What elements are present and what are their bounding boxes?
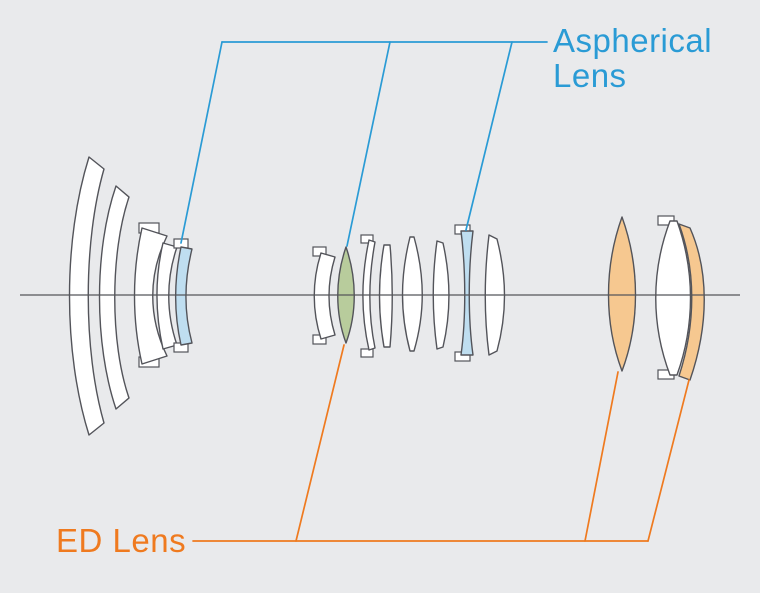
rear-ed-element-1 [607, 216, 637, 372]
rear-element-2 [655, 220, 692, 376]
rear-ed-element-2 [678, 223, 705, 381]
front-element-4 [156, 242, 178, 350]
front-element-3 [133, 227, 168, 365]
lens-group-front [68, 156, 193, 436]
ed-leader-middle [295, 344, 345, 542]
aspherical-leader-middle-1 [346, 41, 391, 247]
ed-leader-rear-1 [584, 371, 619, 542]
aspherical-leader-middle-2 [465, 41, 513, 231]
aspherical-label-line-2: Lens [553, 57, 627, 94]
front-aspherical-element [175, 246, 193, 346]
aspherical-callouts [180, 41, 548, 247]
lens-group-rear [607, 215, 705, 381]
front-element-1 [68, 156, 105, 436]
middle-element-1 [313, 252, 336, 340]
lens-flange-tab [360, 348, 374, 358]
ed-callouts [192, 344, 690, 542]
aspherical-leader-front [180, 41, 223, 244]
middle-element-4 [378, 244, 393, 348]
front-element-2 [98, 185, 130, 410]
ed-label: ED Lens [56, 522, 186, 559]
middle-element-5 [401, 236, 423, 352]
lens-flange-tab [360, 234, 374, 244]
aspherical-label-line-1: Aspherical [553, 22, 712, 59]
middle-aspherical-element [460, 230, 474, 356]
lens-group-middle [312, 224, 506, 362]
ed-leader-rear-2 [647, 379, 690, 542]
